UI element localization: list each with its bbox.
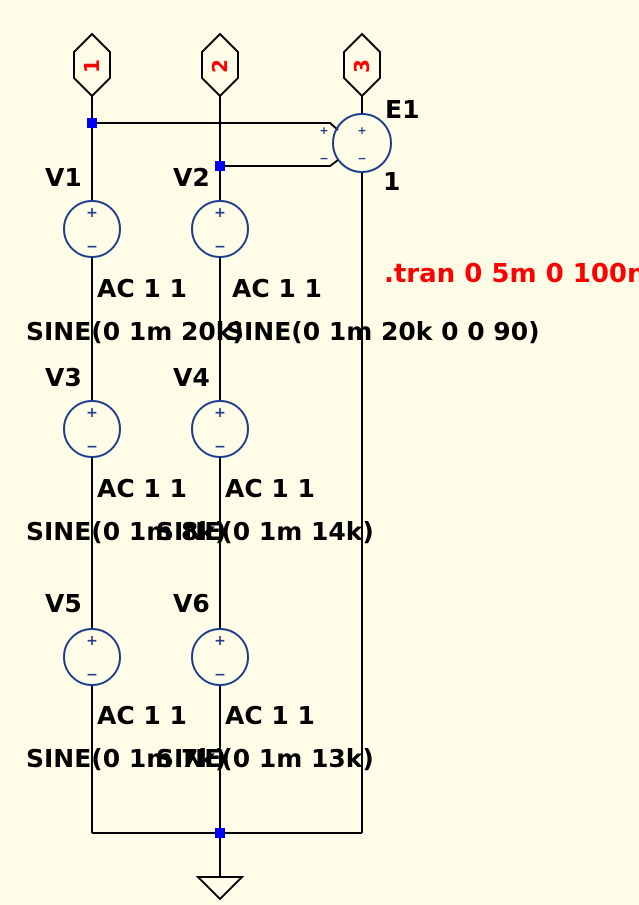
minus-sign: − <box>214 667 226 683</box>
v4-sine: SINE(0 1m 14k) <box>156 517 374 546</box>
v2-name: V2 <box>173 163 210 192</box>
source-v1[interactable]: + − <box>63 200 121 258</box>
source-v2[interactable]: + − <box>191 200 249 258</box>
minus-sign: − <box>86 239 98 255</box>
junctions <box>87 118 225 838</box>
v3-sine: SINE(0 1m 8k) <box>26 517 226 546</box>
tran-directive[interactable]: .tran 0 5m 0 100n <box>384 259 639 289</box>
port-flag-2[interactable]: 2 <box>201 32 239 98</box>
minus-sign: − <box>86 439 98 455</box>
v2-ac: AC 1 1 <box>232 274 322 303</box>
plus-sign: + <box>357 124 366 137</box>
minus-sign: − <box>86 667 98 683</box>
minus-sign: − <box>357 152 366 165</box>
e1-gain: 1 <box>383 167 400 196</box>
v2-sine: SINE(0 1m 20k 0 0 90) <box>226 317 540 346</box>
v5-ac: AC 1 1 <box>97 701 187 730</box>
plus-sign: + <box>214 205 226 221</box>
v1-sine: SINE(0 1m 20k) <box>26 317 244 346</box>
port-flag-3[interactable]: 3 <box>343 32 381 98</box>
v3-name: V3 <box>45 363 82 392</box>
port-label-2: 2 <box>208 59 232 73</box>
minus-sign: − <box>214 439 226 455</box>
source-v3[interactable]: + − <box>63 400 121 458</box>
source-v4[interactable]: + − <box>191 400 249 458</box>
source-e1[interactable]: + − + − <box>319 113 392 173</box>
plus-sign: + <box>86 405 98 421</box>
v4-ac: AC 1 1 <box>225 474 315 503</box>
labels: V1 AC 1 1 SINE(0 1m 20k) V2 AC 1 1 SINE(… <box>26 95 639 773</box>
v6-name: V6 <box>173 589 210 618</box>
plus-sign: + <box>214 633 226 649</box>
e1-name: E1 <box>385 95 419 124</box>
plus-sign: + <box>86 633 98 649</box>
input-plus-sign: + <box>319 124 328 137</box>
v5-name: V5 <box>45 589 82 618</box>
source-v6[interactable]: + − <box>191 628 249 686</box>
v1-ac: AC 1 1 <box>97 274 187 303</box>
v5-sine: SINE(0 1m 7k) <box>26 744 226 773</box>
plus-sign: + <box>86 205 98 221</box>
port-flag-1[interactable]: 1 <box>73 32 111 98</box>
v6-ac: AC 1 1 <box>225 701 315 730</box>
source-v5[interactable]: + − <box>63 628 121 686</box>
input-minus-sign: − <box>319 152 328 165</box>
v4-name: V4 <box>173 363 210 392</box>
v6-sine: SINE(0 1m 13k) <box>156 744 374 773</box>
wires <box>91 96 363 877</box>
v1-name: V1 <box>45 163 82 192</box>
v3-ac: AC 1 1 <box>97 474 187 503</box>
ground-symbol <box>195 876 245 901</box>
minus-sign: − <box>214 239 226 255</box>
port-label-1: 1 <box>80 59 104 73</box>
plus-sign: + <box>214 405 226 421</box>
port-label-3: 3 <box>350 59 374 73</box>
